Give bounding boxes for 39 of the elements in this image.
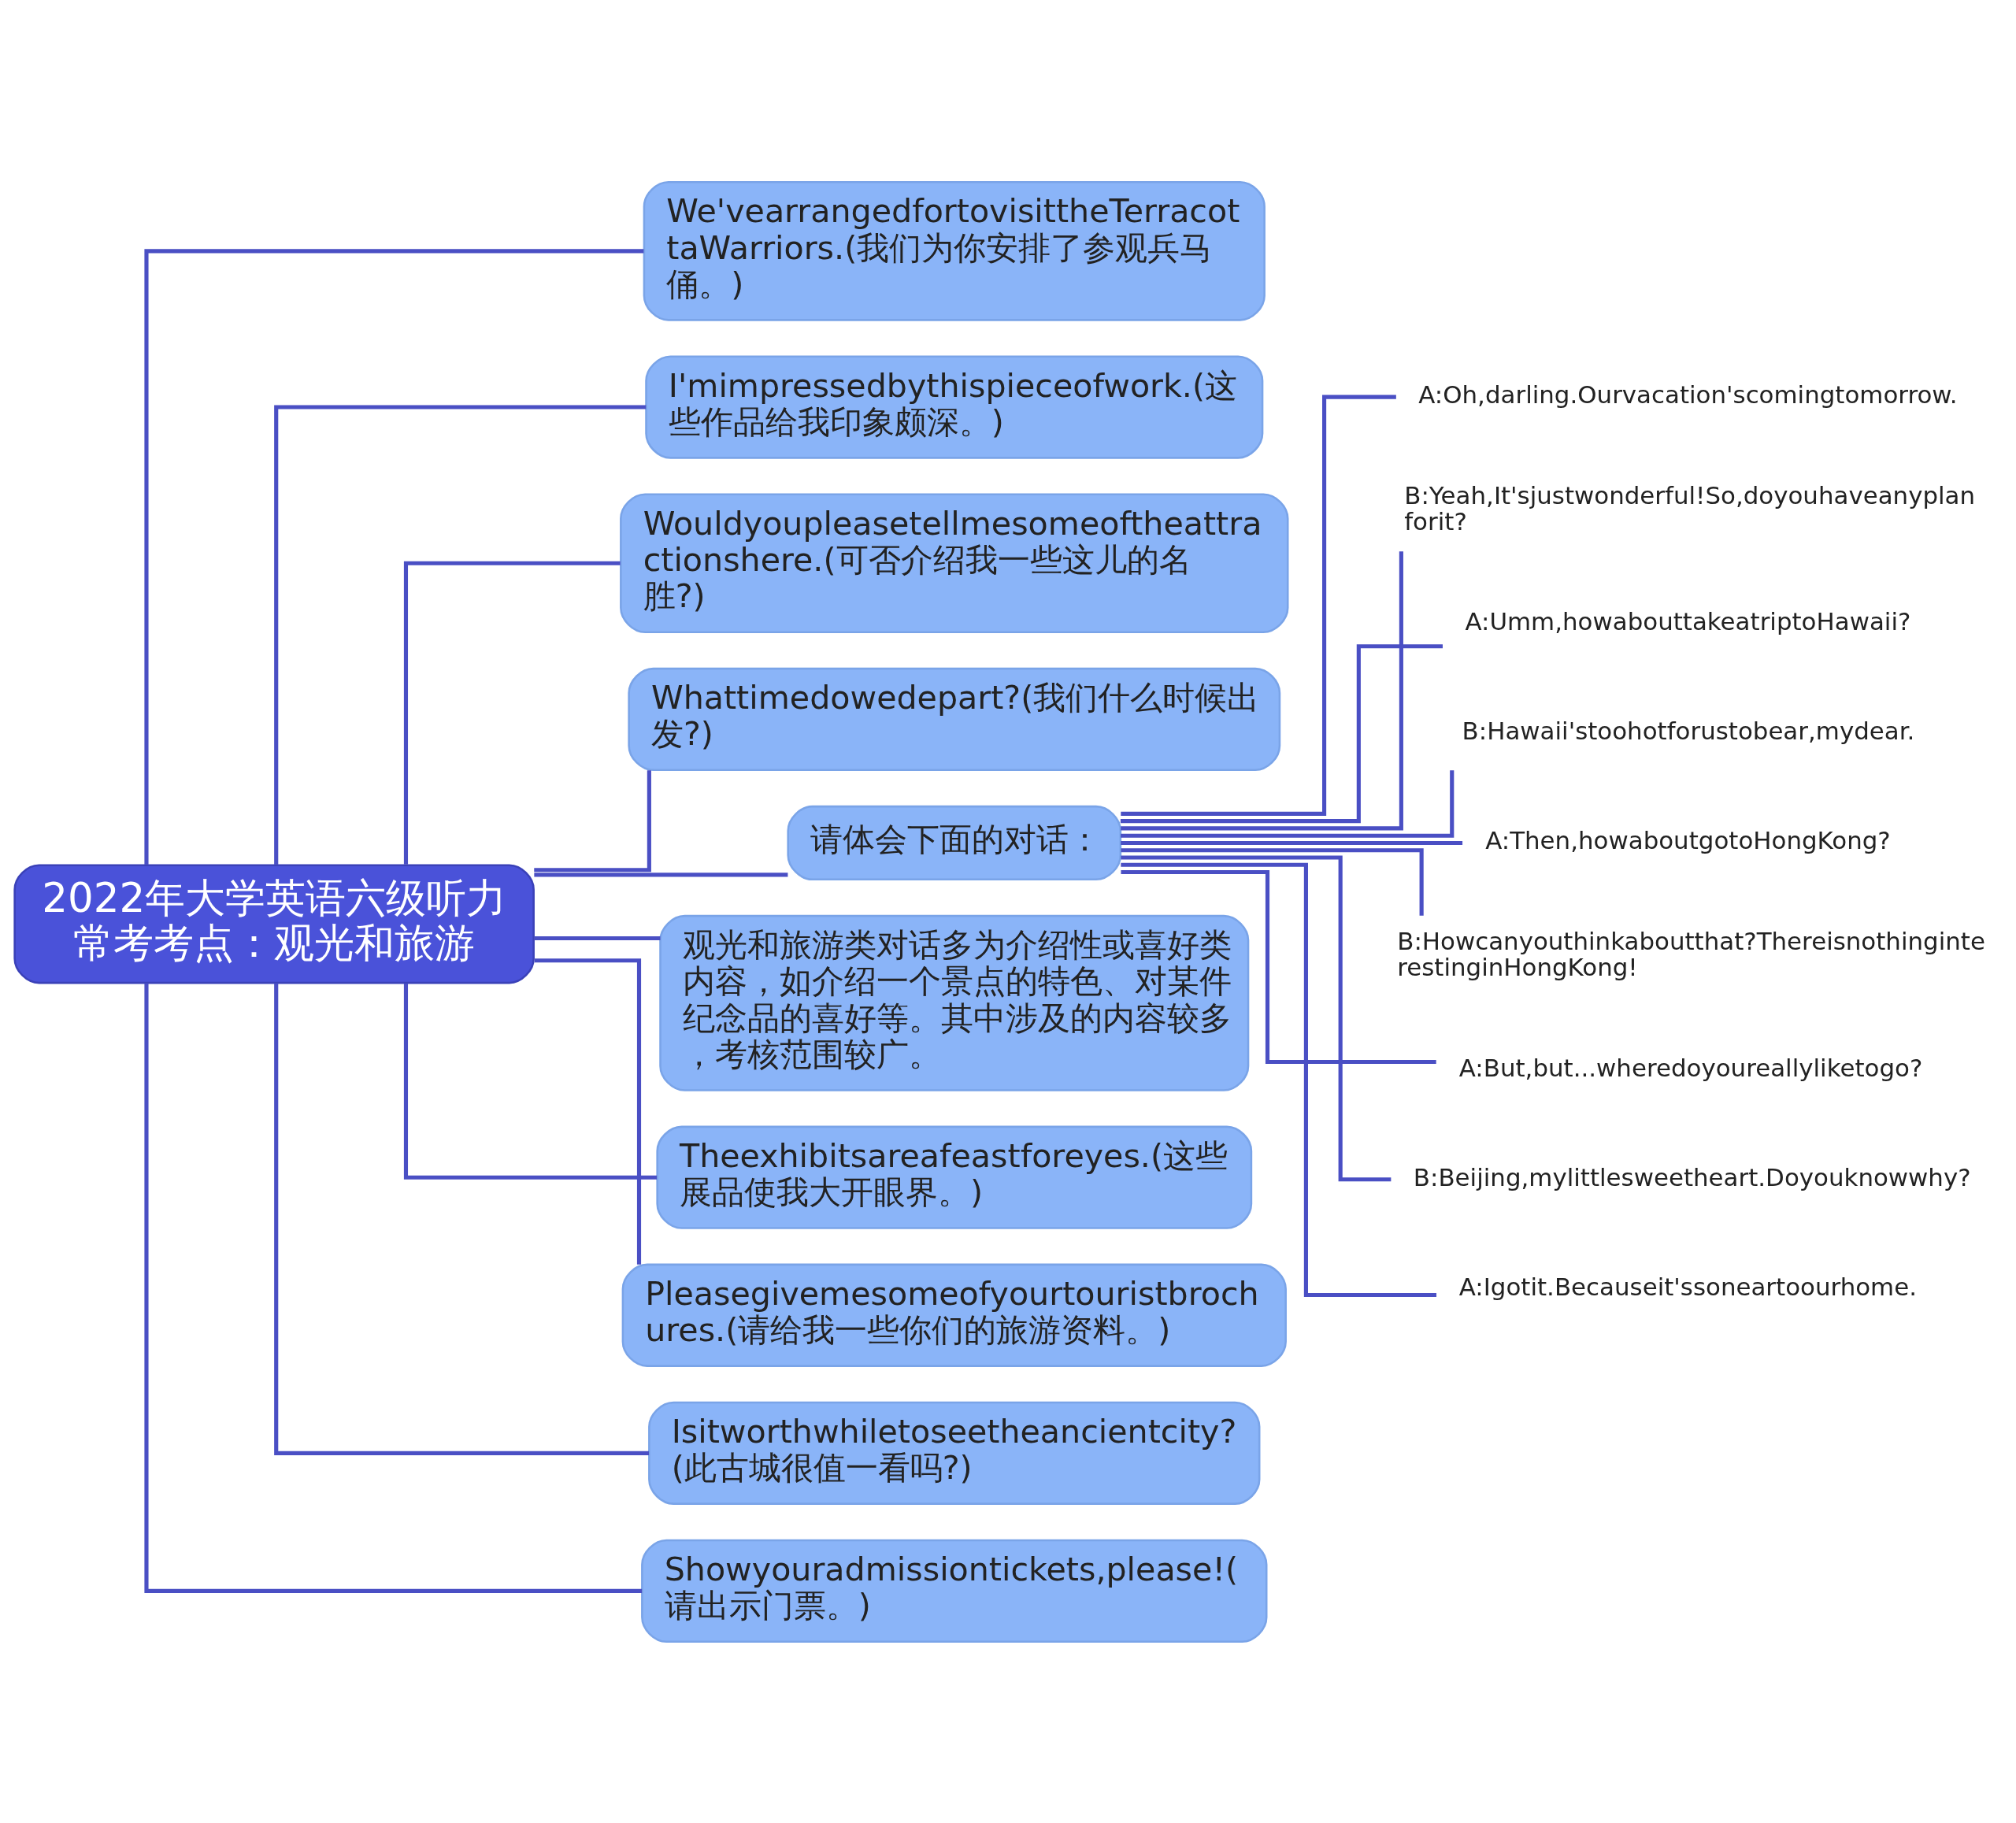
node-text: B:Beijing,mylittlesweetheart.Doyouknowwhy? (1413, 1162, 1971, 1191)
node-text: A:Igotit.Becauseit'ssoneartoourhome. (1458, 1272, 1918, 1301)
connector (1120, 643, 1443, 823)
connector (274, 404, 647, 865)
node-box: Theexhibitsareafeastforeyes.(这些展品使我大开眼界。) (656, 1125, 1253, 1229)
node-box: Isitworthwhiletoseetheancientcity?(此古城很值一看吗?) (648, 1401, 1261, 1505)
node-text: B:Yeah,It'sjustwonderful!So,doyouhaveanyplanforit? (1404, 480, 1976, 535)
node-box: Wouldyoupleasetellmesomeoftheattractionshere.(可否介绍我一些这儿的名胜?) (620, 492, 1289, 633)
connector (1121, 550, 1403, 830)
connector (534, 872, 788, 876)
connector (1121, 847, 1424, 916)
connector (1121, 395, 1396, 816)
connector (1121, 862, 1437, 1297)
connector (534, 769, 651, 872)
node-box: Showyouradmissiontickets,please!(请出示门票。) (641, 1539, 1268, 1643)
node-text: B:Howcanyouthinkaboutthat?ThereisnothinginterestinginHongKong! (1397, 926, 1985, 981)
node-box: I'mimpressedbythispieceofwork.(这些作品给我印象颇深。) (645, 354, 1264, 459)
node-box: We'vearrangedfortovisittheTerracottaWarriors.(我们为你安排了参观兵马俑。) (643, 180, 1266, 321)
connector (403, 561, 621, 865)
node-box: Pleasegivemesomeofyourtouristbrochures.(请给我一些你们的旅游资料。) (621, 1263, 1287, 1367)
connector (1121, 869, 1436, 1064)
connector (534, 958, 642, 1265)
node-box: Whattimedowedepart?(我们什么时候出发?) (628, 667, 1281, 771)
connector (1121, 854, 1392, 1181)
connector (144, 248, 644, 865)
node-text: A:But,but...wheredoyoureallyliketogo? (1458, 1053, 1923, 1082)
connector (1121, 840, 1463, 845)
connector (274, 983, 650, 1455)
node-text: B:Hawaii'stoohotforustobear,mydear. (1462, 716, 1915, 745)
node-box: 请体会下面的对话： (787, 805, 1122, 880)
node-box: 2022年大学英语六级听力常考考点：观光和旅游 (13, 864, 535, 984)
connector (1121, 769, 1455, 838)
node-text: A:Then,howaboutgotoHongKong? (1485, 825, 1891, 854)
connector (534, 936, 661, 940)
node-box: 观光和旅游类对话多为介绍性或喜好类内容，如介绍一个景点的特色、对某件纪念品的喜好等。其中涉及的内容较多，考核范围较广。 (659, 914, 1250, 1091)
node-text: A:Umm,howabouttakeatriptoHawaii? (1465, 606, 1911, 635)
connector (403, 983, 658, 1180)
connector (144, 983, 643, 1593)
node-text: A:Oh,darling.Ourvacation'scomingtomorrow. (1418, 380, 1958, 409)
